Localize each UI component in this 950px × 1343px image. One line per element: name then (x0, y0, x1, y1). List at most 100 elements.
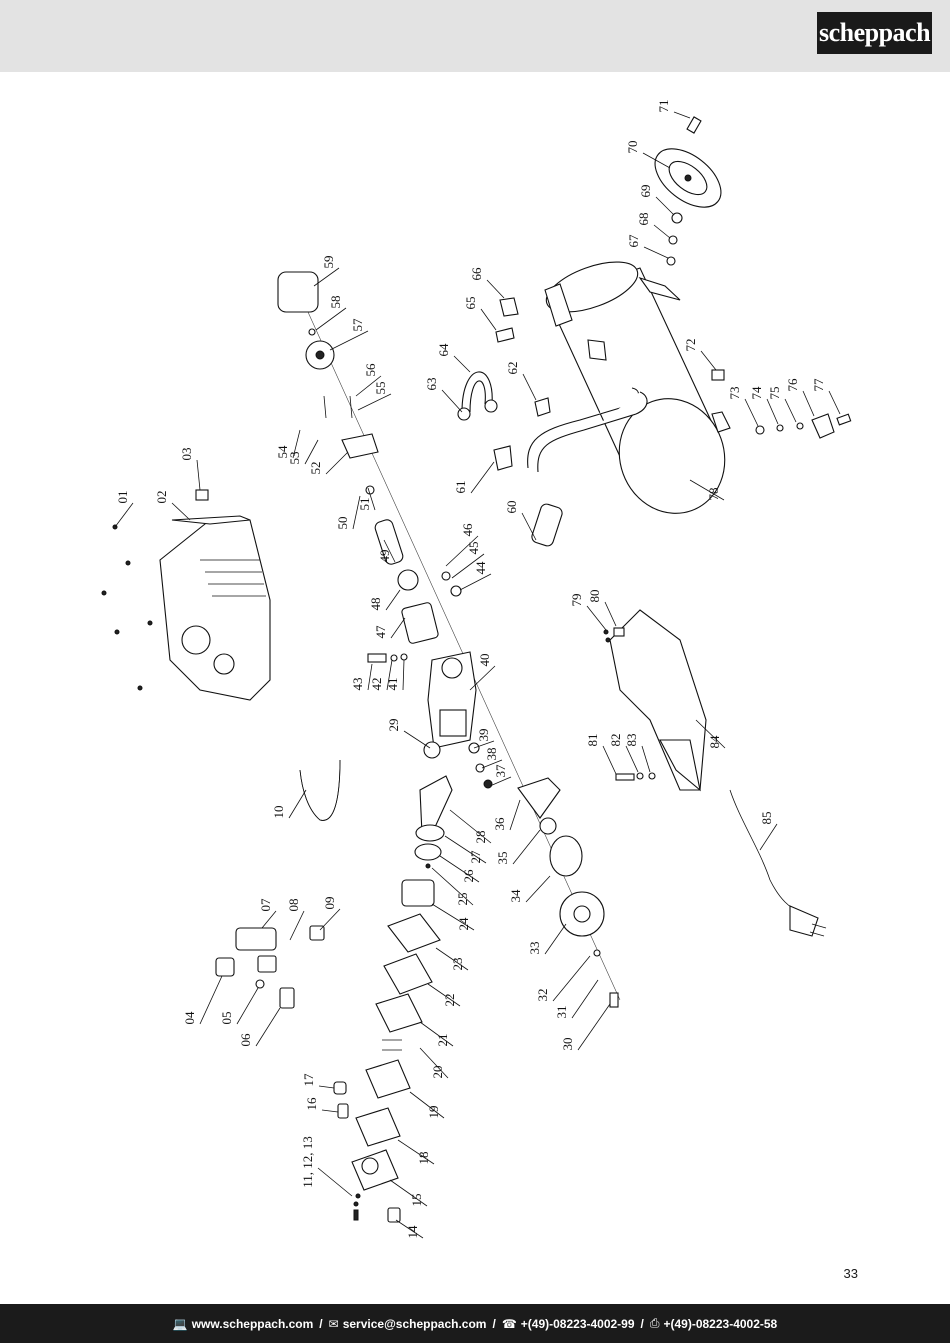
callout-label-55: 55 (373, 382, 388, 395)
callout-leader-55 (357, 393, 392, 411)
callout-leader-06 (255, 1007, 281, 1047)
callout-label-08: 08 (286, 899, 301, 912)
callout-label-40: 40 (477, 654, 492, 667)
callout-label-62: 62 (505, 362, 520, 375)
callout-label-65: 65 (463, 297, 478, 310)
callout-label-61: 61 (453, 481, 468, 494)
callout-leader-46 (445, 535, 479, 567)
callout-leader-47 (390, 617, 406, 639)
callout-label-69: 69 (638, 185, 653, 198)
callout-label-22: 22 (442, 994, 457, 1007)
footer-separator: / (492, 1316, 496, 1331)
callout-leader-31 (571, 979, 599, 1019)
callout-leader-29 (403, 730, 431, 749)
callout-leader-83 (641, 745, 651, 773)
callout-label-10: 10 (271, 806, 286, 819)
callout-label-07: 07 (258, 898, 273, 912)
callout-label-25: 25 (455, 893, 470, 906)
callout-label-06: 06 (238, 1033, 253, 1047)
callout-leader-75 (784, 398, 797, 423)
callout-label-09: 09 (322, 897, 337, 910)
callout-label-26: 26 (461, 869, 476, 883)
callout-label-24: 24 (456, 917, 471, 931)
callout-leader-56 (355, 375, 382, 397)
callout-leader-30 (577, 1003, 611, 1051)
callout-label-11-12-13: 11, 12, 13 (300, 1136, 315, 1188)
pressure-pipe (457, 297, 551, 471)
page-footer: 💻 www.scheppach.com / ✉ service@scheppac… (0, 1304, 950, 1343)
callout-label-35: 35 (495, 852, 510, 865)
power-cord (729, 789, 827, 937)
callout-leader-11-12-13 (317, 1167, 353, 1197)
callout-leader-49 (383, 539, 396, 563)
callout-leader-36 (509, 799, 521, 831)
callout-label-84: 84 (707, 735, 722, 749)
callout-leader-15 (389, 1179, 428, 1207)
callout-label-36: 36 (492, 817, 507, 831)
callout-label-16: 16 (304, 1097, 319, 1111)
callout-leader-14 (395, 1219, 424, 1239)
callout-label-53: 53 (287, 452, 302, 465)
callout-label-76: 76 (785, 378, 800, 392)
callout-leader-01 (114, 502, 134, 528)
callout-label-51: 51 (357, 498, 372, 511)
footer-phone: +(49)-08223-4002-99 (520, 1316, 635, 1331)
callout-label-85: 85 (759, 812, 774, 825)
callout-leader-53 (304, 439, 319, 465)
callout-label-05: 05 (219, 1012, 234, 1025)
callout-leader-44 (459, 573, 492, 591)
callout-leader-10 (288, 789, 307, 819)
callout-leader-09 (319, 908, 341, 931)
callout-leader-03 (196, 459, 201, 491)
callout-leader-18 (397, 1139, 435, 1165)
callout-label-82: 82 (608, 734, 623, 747)
callout-label-54: 54 (275, 445, 290, 459)
callout-label-64: 64 (436, 343, 451, 357)
callout-label-58: 58 (328, 296, 343, 309)
callout-leader-26 (439, 855, 480, 883)
callout-label-78: 78 (706, 488, 721, 501)
callout-label-59: 59 (321, 256, 336, 269)
callout-label-72: 72 (683, 339, 698, 352)
footer-website[interactable]: www.scheppach.com (191, 1316, 314, 1331)
callout-label-31: 31 (554, 1006, 569, 1019)
callout-label-48: 48 (368, 598, 383, 611)
callout-leader-40 (469, 665, 496, 691)
footer-email[interactable]: service@scheppach.com (342, 1316, 487, 1331)
callout-label-38: 38 (484, 748, 499, 761)
callout-label-20: 20 (430, 1066, 445, 1079)
callout-label-34: 34 (508, 889, 523, 903)
callout-label-45: 45 (466, 542, 481, 555)
callout-leader-70 (642, 152, 671, 169)
callout-leader-20 (419, 1047, 449, 1079)
callout-leader-19 (409, 1091, 445, 1119)
callout-leader-61 (470, 461, 495, 494)
piston-and-cylinder (333, 741, 493, 1223)
callout-label-49: 49 (377, 550, 392, 563)
callout-label-39: 39 (476, 729, 491, 742)
footer-separator: / (640, 1316, 644, 1331)
callout-label-14: 14 (405, 1225, 420, 1239)
callout-leader-17 (318, 1085, 335, 1089)
callout-leader-42 (386, 659, 393, 691)
callout-label-57: 57 (350, 318, 365, 332)
callout-label-21: 21 (435, 1034, 450, 1047)
pressure-regulator (215, 925, 325, 1009)
callout-leader-60 (521, 512, 537, 541)
callout-leader-23 (435, 947, 469, 971)
callout-leader-50 (352, 495, 361, 530)
callout-leader-77 (828, 390, 841, 415)
callout-label-19: 19 (426, 1106, 441, 1119)
air-tank (544, 261, 731, 514)
crankcase (367, 651, 477, 749)
callout-label-46: 46 (460, 523, 475, 537)
callout-leader-45 (451, 553, 485, 579)
callout-label-79: 79 (569, 594, 584, 607)
page-header: scheppach (0, 0, 950, 72)
callout-label-17: 17 (301, 1073, 316, 1087)
callout-leader-34 (525, 875, 551, 903)
callout-leader-72 (700, 350, 717, 371)
intake-hose (299, 759, 341, 821)
